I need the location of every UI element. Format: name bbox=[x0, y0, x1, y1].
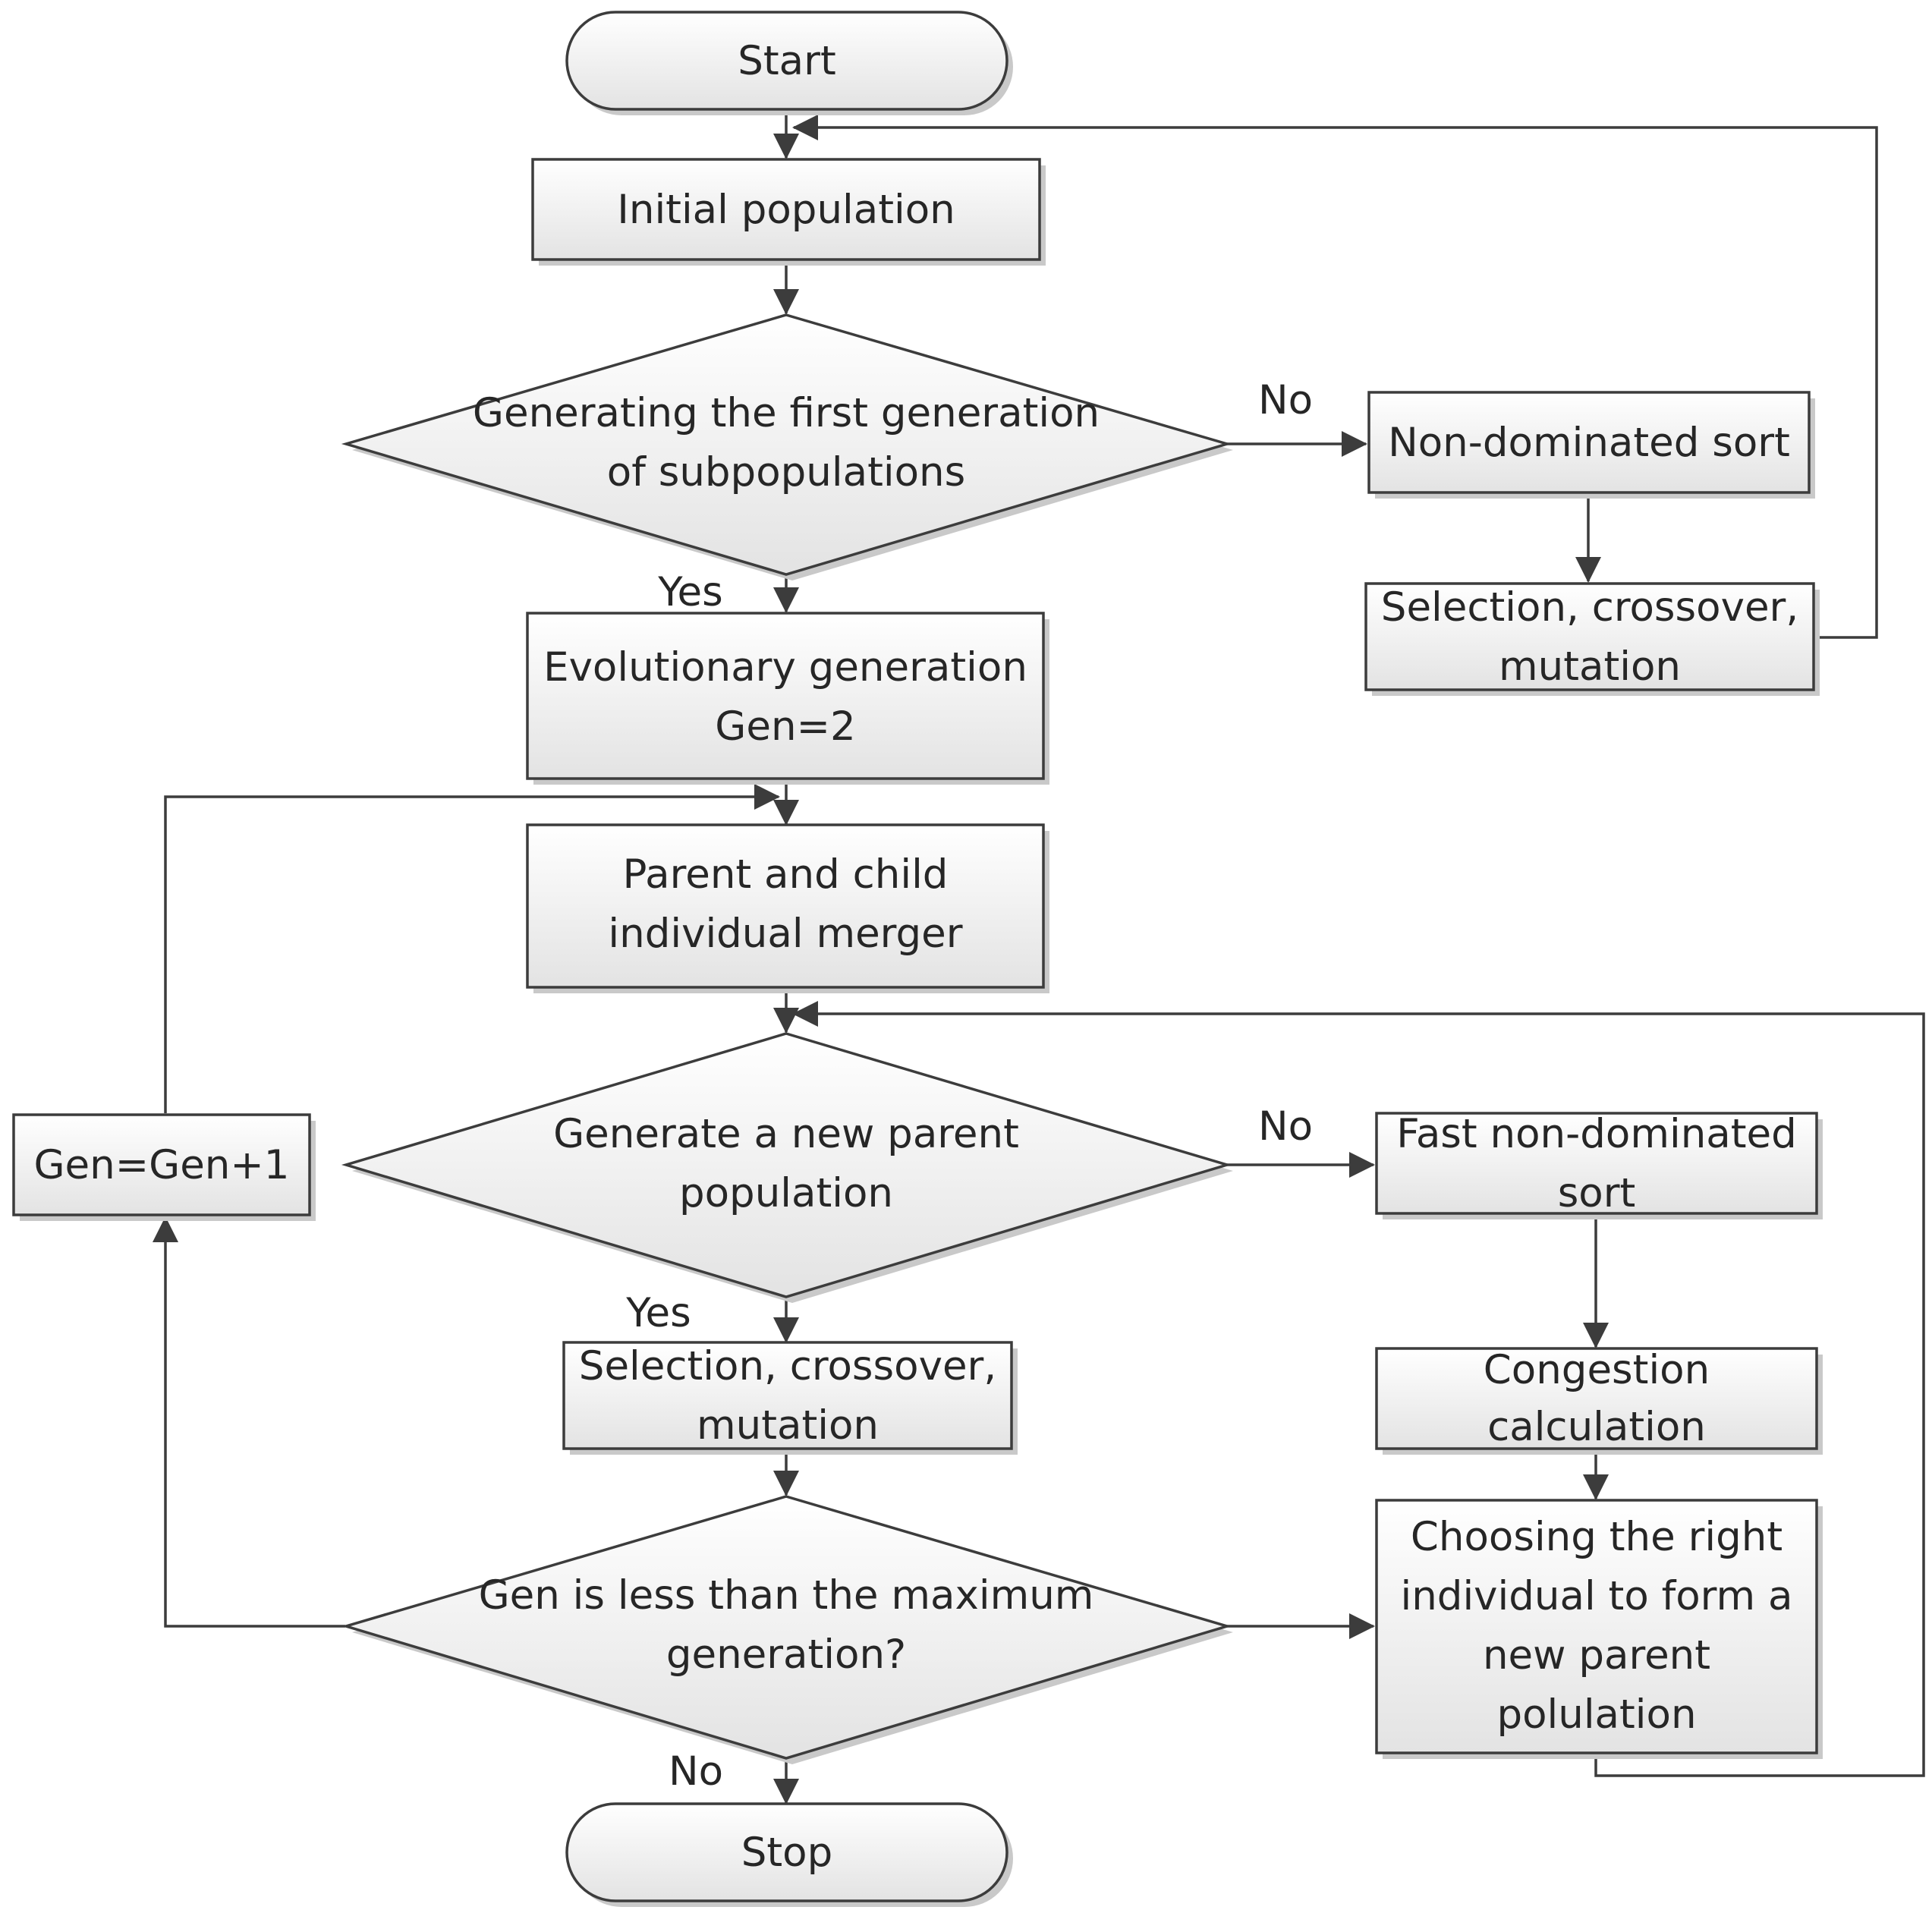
svg-text:Initial population: Initial population bbox=[617, 187, 955, 233]
svg-text:Generate a new parent: Generate a new parent bbox=[553, 1111, 1019, 1157]
node-stop: Stop bbox=[565, 1802, 1008, 1902]
edge-label-no-first: No bbox=[1258, 377, 1313, 423]
node-merger: Parent and child individual merger bbox=[526, 823, 1045, 989]
svg-text:new parent: new parent bbox=[1483, 1632, 1710, 1679]
svg-text:of subpopulations: of subpopulations bbox=[607, 449, 965, 496]
edge-label-no-third: No bbox=[669, 1748, 723, 1795]
svg-text:Stop: Stop bbox=[741, 1830, 833, 1876]
node-gen-increment: Gen=Gen+1 bbox=[12, 1113, 311, 1216]
svg-text:Parent and child: Parent and child bbox=[623, 851, 949, 898]
edge-labels: No Yes No Yes No bbox=[625, 377, 1313, 1795]
decision-new-parent: Generate a new parent population bbox=[341, 1032, 1232, 1298]
node-congestion: Congestion calculation bbox=[1375, 1347, 1818, 1450]
decision-max-generation: Gen is less than the maximum generation? bbox=[341, 1495, 1232, 1760]
edge-label-no-second: No bbox=[1258, 1103, 1313, 1150]
node-start-label: Start bbox=[738, 38, 835, 84]
node-evolutionary-generation: Evolutionary generation Gen=2 bbox=[526, 612, 1045, 780]
edge-label-yes-second: Yes bbox=[625, 1290, 691, 1336]
node-selection-mid: Selection, crossover, mutation bbox=[562, 1341, 1013, 1450]
svg-text:generation?: generation? bbox=[666, 1632, 906, 1678]
svg-text:Choosing the right: Choosing the right bbox=[1411, 1514, 1783, 1560]
node-selection-top: Selection, crossover, mutation bbox=[1364, 582, 1815, 691]
edge-choosing-loop bbox=[792, 1001, 1925, 1777]
edge-gen-increment-loop bbox=[164, 784, 780, 1113]
svg-text:Non-dominated sort: Non-dominated sort bbox=[1388, 420, 1790, 466]
edge-decision3-to-gen-increment bbox=[153, 1216, 345, 1628]
svg-text:mutation: mutation bbox=[1499, 643, 1681, 690]
decision-first-generation: Generating the first generation of subpo… bbox=[341, 313, 1232, 576]
svg-text:Start: Start bbox=[738, 38, 835, 84]
edge-selection-top-loop bbox=[792, 115, 1878, 639]
svg-text:Evolutionary generation: Evolutionary generation bbox=[543, 644, 1027, 691]
svg-text:individual merger: individual merger bbox=[608, 911, 962, 957]
node-fast-sort: Fast non-dominated sort bbox=[1375, 1111, 1818, 1216]
svg-text:mutation: mutation bbox=[697, 1402, 879, 1449]
edges bbox=[153, 110, 1925, 1805]
svg-text:polulation: polulation bbox=[1496, 1691, 1696, 1738]
svg-text:Generating the first generatio: Generating the first generation bbox=[473, 390, 1100, 436]
edge-label-yes-first: Yes bbox=[657, 569, 723, 615]
svg-text:Congestion: Congestion bbox=[1484, 1347, 1710, 1393]
node-stop-label: Stop bbox=[741, 1830, 833, 1876]
svg-text:Gen is less than the maximum: Gen is less than the maximum bbox=[479, 1572, 1094, 1619]
node-non-dominated-sort: Non-dominated sort bbox=[1367, 391, 1811, 494]
svg-text:individual to form a: individual to form a bbox=[1400, 1573, 1792, 1619]
node-initial-population: Initial population bbox=[531, 158, 1041, 261]
svg-text:calculation: calculation bbox=[1487, 1404, 1706, 1450]
svg-text:population: population bbox=[679, 1170, 893, 1216]
svg-text:Gen=Gen+1: Gen=Gen+1 bbox=[33, 1142, 289, 1188]
svg-text:Selection, crossover,: Selection, crossover, bbox=[1381, 584, 1798, 631]
svg-text:Selection, crossover,: Selection, crossover, bbox=[579, 1343, 996, 1389]
node-start: Start bbox=[565, 11, 1008, 111]
svg-text:Gen=2: Gen=2 bbox=[715, 703, 855, 750]
node-choosing: Choosing the right individual to form a … bbox=[1375, 1499, 1818, 1754]
svg-text:Fast non-dominated: Fast non-dominated bbox=[1396, 1111, 1797, 1157]
svg-text:sort: sort bbox=[1558, 1170, 1636, 1216]
